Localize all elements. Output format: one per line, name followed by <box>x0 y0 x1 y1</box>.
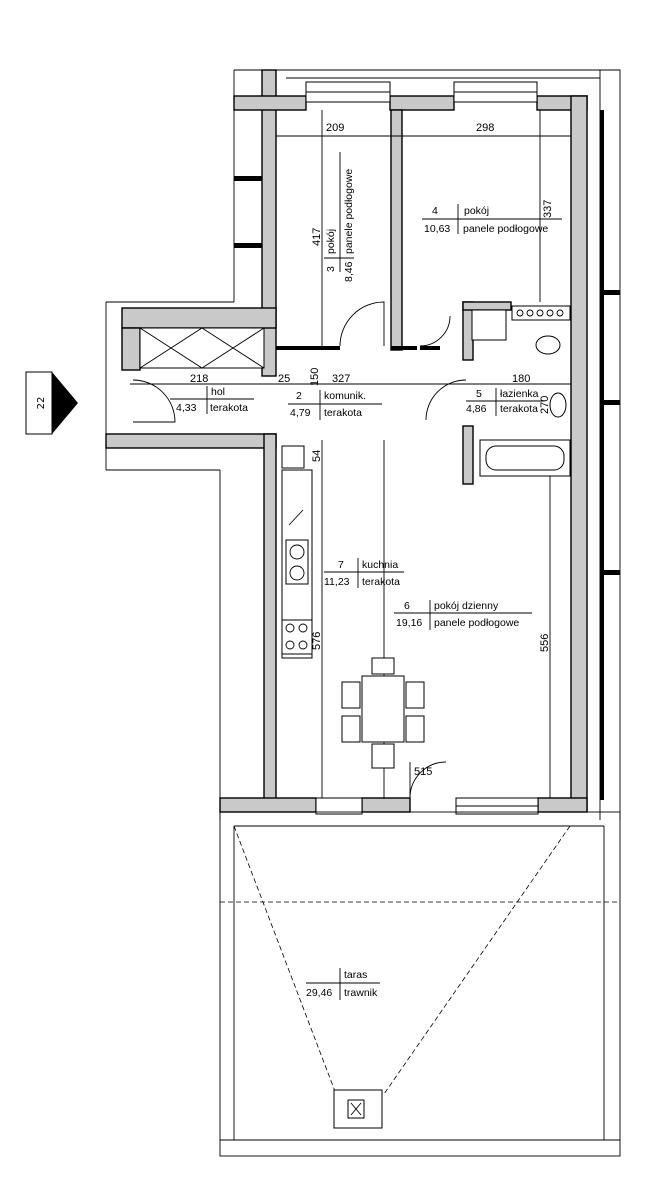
dim-top-right: 298 <box>476 122 494 134</box>
taras-area: 29,46 <box>306 987 332 999</box>
room-6-floor: panele podłogowe <box>434 617 519 629</box>
room-6-number: 6 <box>404 600 410 612</box>
room-4-number: 4 <box>432 205 438 217</box>
room-5-area: 4,86 <box>466 403 487 415</box>
room-3-name: pokój <box>325 229 337 254</box>
room-5-number: 5 <box>476 388 482 400</box>
doors <box>132 301 467 799</box>
dim-bath-width: 180 <box>512 373 530 385</box>
room-2-number: 2 <box>296 390 302 402</box>
room-6-area: 19,16 <box>396 617 422 629</box>
room-7-number: 7 <box>338 559 344 571</box>
hol-name: hol <box>211 386 225 398</box>
hol-floor: terakota <box>210 402 248 414</box>
room-7-floor: terakota <box>362 576 400 588</box>
room-2-area: 4,79 <box>290 407 311 419</box>
room-label-3: 3 pokój 8,46 panele podłogowe <box>324 152 355 282</box>
dim-corridor-short: 25 <box>278 373 290 385</box>
hol-area: 4,33 <box>176 402 197 414</box>
room-label-7: 7 kuchnia 11,23 terakota <box>324 558 404 588</box>
room-label-hol: hol 4,33 terakota <box>170 386 254 414</box>
room-4-name: pokój <box>464 205 489 217</box>
taras-name: taras <box>344 969 367 981</box>
room-7-area: 11,23 <box>324 576 350 588</box>
dim-kitchen-gap: 54 <box>311 450 323 462</box>
dim-bath-height: 270 <box>539 396 551 414</box>
dim-room3-height: 417 <box>311 228 323 246</box>
room-label-taras: taras 29,46 trawnik <box>306 968 380 1000</box>
room-6-name: pokój dzienny <box>434 600 499 612</box>
room-3-floor: panele podłogowe <box>343 169 355 254</box>
room-2-name: komunik. <box>324 390 366 402</box>
room-4-floor: panele podłogowe <box>463 223 548 235</box>
kitchen-fixtures <box>281 445 313 659</box>
room-5-floor: terakota <box>500 403 538 415</box>
room-label-2: 2 komunik. 4,79 terakota <box>288 390 382 420</box>
bathroom-fixtures <box>471 305 571 477</box>
room-7-name: kuchnia <box>362 559 398 571</box>
dim-top-left: 209 <box>326 122 344 134</box>
dim-living-height: 556 <box>539 634 551 652</box>
room-3-number: 3 <box>325 266 337 272</box>
room-label-5: 5 łazienka 4,86 terakota <box>466 388 544 416</box>
room-5-name: łazienka <box>500 388 539 400</box>
unit-marker: 22 <box>25 371 78 435</box>
room-label-4: 4 pokój 10,63 panele podłogowe <box>422 204 562 235</box>
windows-top <box>305 81 538 103</box>
taras-floor: trawnik <box>344 987 378 999</box>
dim-hall-width: 218 <box>190 373 208 385</box>
unit-marker-label: 22 <box>36 397 47 410</box>
room-2-floor: terakota <box>324 407 362 419</box>
room-label-6: 6 pokój dzienny 19,16 panele podłogowe <box>394 600 532 630</box>
windows-bottom <box>315 797 539 815</box>
dim-kitchen-height: 576 <box>311 632 323 650</box>
dining-table <box>341 657 425 769</box>
terrace <box>219 811 621 1157</box>
walls <box>105 69 620 813</box>
room-4-area: 10,63 <box>424 223 450 235</box>
dim-room4-height: 337 <box>542 200 554 218</box>
dimension-labels: 209 298 417 337 218 25 150 327 180 270 5… <box>190 122 554 778</box>
dim-corridor-short2: 150 <box>309 368 321 386</box>
dim-corridor-width: 327 <box>332 373 350 385</box>
hall-closet <box>139 327 265 369</box>
dim-door-width: 515 <box>414 766 432 778</box>
room-3-area: 8,46 <box>343 261 355 282</box>
